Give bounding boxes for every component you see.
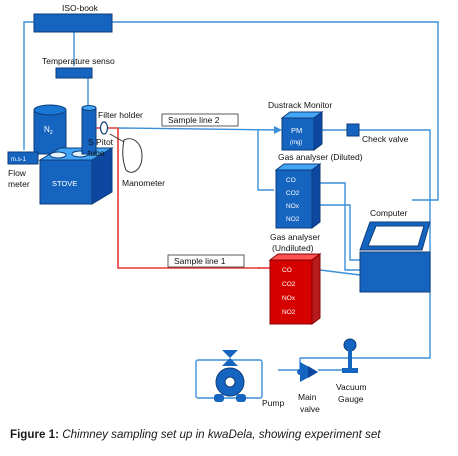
main-valve-label: Main [298, 392, 317, 402]
sample-line-1-path [117, 128, 260, 269]
stove-front [39, 159, 93, 205]
flow-meter-label-2: meter [8, 179, 30, 189]
filter-holder-label: Filter holder [98, 110, 143, 120]
flow-meter-display [7, 151, 39, 165]
main-valve [297, 362, 318, 382]
sample-line-2-tag [161, 113, 239, 127]
isobook-flow-line [23, 21, 34, 150]
check-valve [346, 123, 360, 137]
undiluted-analyser-label-2: (Undiluted) [272, 243, 314, 253]
sample-to-diluted-line [257, 130, 274, 191]
diluted-gas-co: CO [286, 177, 296, 184]
diluted-computer-line [312, 182, 360, 271]
diluted-computer-line-2 [312, 204, 360, 261]
pitot-label-2: tube [88, 148, 105, 158]
sample-line-2-arrow [274, 126, 282, 134]
chimney-top [81, 105, 97, 111]
figure-caption: Figure 1: Chimney sampling set up in kwa… [10, 425, 455, 445]
sample-line-2-path [117, 127, 281, 131]
filter-holder [99, 121, 109, 135]
dustrack-label: Dustrack Monitor [268, 100, 332, 110]
sampling-setup-diagram: ISO-book Temperature senso N2 m.s-1 Flow… [7, 3, 439, 414]
manometer-label: Manometer [122, 178, 165, 188]
iso-book-box [33, 13, 113, 33]
temperature-sensor-box [55, 67, 93, 79]
computer-label: Computer [370, 208, 407, 218]
sample-line-1-tag [167, 254, 245, 268]
stove-label: STOVE [52, 179, 77, 188]
gas-analyser-diluted: CO CO2 NOx NO2 [274, 163, 322, 229]
undiluted-gas-no2: NO2 [282, 309, 296, 316]
pump-valve-bottom [222, 358, 238, 366]
pump-hub [224, 376, 236, 388]
stove: STOVE [38, 147, 114, 205]
pump [214, 350, 246, 402]
diluted-analyser-label: Gas analyser (Diluted) [278, 152, 363, 162]
iso-book-label: ISO-book [62, 3, 99, 13]
n2-cylinder-top [33, 104, 67, 116]
undiluted-gas-nox: NOx [282, 295, 296, 302]
vacuum-gauge [342, 338, 358, 373]
pump-foot-left [214, 394, 224, 402]
pm-unit: (mg) [290, 140, 302, 146]
diluted-gas-nox: NOx [286, 203, 300, 210]
pump-foot-right [236, 394, 246, 402]
flow-meter-display-text: m.s-1 [11, 157, 27, 163]
dustrack-monitor: PM (mg) [280, 111, 324, 151]
pm-label: PM [291, 126, 302, 135]
computer-screen [367, 225, 425, 247]
pump-label: Pump [262, 398, 284, 408]
temperature-sensor-label: Temperature senso [42, 56, 115, 66]
manometer [122, 138, 143, 173]
computer [359, 221, 431, 293]
isobook-return-line [112, 21, 439, 201]
red-sample-lines [92, 127, 270, 269]
sample-line-1-label: Sample line 1 [174, 256, 226, 266]
pitot-label: S Pitot [88, 137, 114, 147]
undiluted-analyser-label: Gas analyser [270, 232, 320, 242]
stove-plate-1 [49, 151, 67, 159]
diluted-gas-no2: NO2 [286, 216, 300, 223]
caption-text: Chimney sampling set up in kwaDela, show… [58, 428, 381, 441]
n2-label: N2 [44, 125, 53, 136]
undiluted-gas-co2: CO2 [282, 281, 296, 288]
undiluted-computer-line [319, 269, 361, 276]
vacuum-gauge-label: Vacuum [336, 382, 367, 392]
vacuum-gauge-label-2: Gauge [338, 394, 364, 404]
computer-base [359, 251, 431, 293]
pump-valve-top [222, 350, 238, 358]
caption-label: Figure 1: [10, 428, 59, 441]
check-valve-label: Check valve [362, 134, 409, 144]
diluted-gas-co2: CO2 [286, 190, 300, 197]
gas-analyser-undiluted: CO CO2 NOx NO2 [268, 253, 322, 325]
main-valve-label-2: valve [300, 404, 320, 414]
undiluted-gas-co: CO [282, 267, 292, 274]
pump-loop-line [278, 358, 301, 371]
manometer-hose [109, 133, 125, 143]
flow-meter-label: Flow [8, 168, 27, 178]
sample-line-2-label: Sample line 2 [168, 115, 220, 125]
checkvalve-out-line [300, 129, 431, 359]
